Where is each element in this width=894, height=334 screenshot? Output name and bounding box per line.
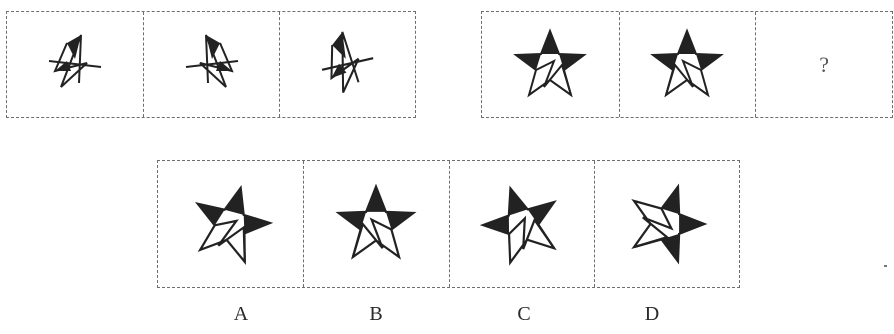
sequence-cell-5 bbox=[619, 12, 756, 117]
option-c[interactable] bbox=[449, 161, 594, 287]
question-mark: ? bbox=[819, 52, 829, 78]
figure-4 bbox=[500, 15, 600, 115]
sequence-cell-4 bbox=[482, 12, 619, 117]
figure-3 bbox=[298, 15, 398, 115]
sequence-cell-2 bbox=[143, 12, 279, 117]
option-b[interactable] bbox=[303, 161, 448, 287]
option-d-figure bbox=[612, 169, 722, 279]
sequence-cell-missing: ? bbox=[755, 12, 892, 117]
option-a[interactable] bbox=[158, 161, 303, 287]
option-a-label: A bbox=[221, 303, 261, 326]
option-b-label: B bbox=[356, 303, 396, 326]
figure-2 bbox=[162, 15, 262, 115]
option-c-label: C bbox=[504, 303, 544, 326]
option-b-figure bbox=[321, 169, 431, 279]
option-a-figure bbox=[176, 169, 286, 279]
option-d[interactable] bbox=[594, 161, 739, 287]
scan-speck bbox=[884, 265, 887, 267]
sequence-cell-1 bbox=[7, 12, 143, 117]
options-panel bbox=[157, 160, 740, 288]
sequence-panel-right: ? bbox=[481, 11, 893, 118]
sequence-panel-left bbox=[6, 11, 416, 118]
option-d-label: D bbox=[632, 303, 672, 326]
sequence-cell-3 bbox=[279, 12, 415, 117]
option-c-figure bbox=[467, 169, 577, 279]
figure-5 bbox=[637, 15, 737, 115]
figure-1 bbox=[25, 15, 125, 115]
